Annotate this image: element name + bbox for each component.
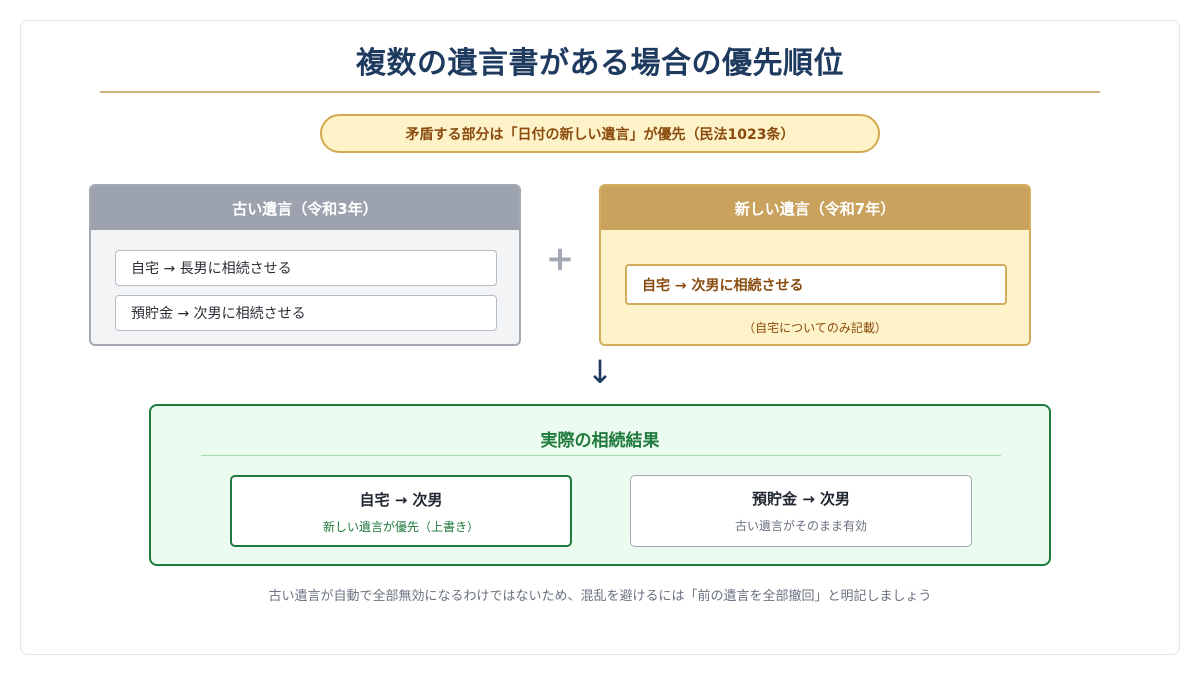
result-box-savings: 預貯金 → 次男 古い遺言がそのまま有効 (630, 475, 972, 547)
diagram-title: 複数の遺言書がある場合の優先順位 (356, 46, 844, 81)
result-divider (201, 455, 1001, 456)
result-box-home: 自宅 → 次男 新しい遺言が優先（上書き） (230, 475, 572, 547)
old-will-header: 古い遺言（令和3年） (91, 186, 519, 230)
new-will-item-home: 自宅 → 次男に相続させる (625, 264, 1007, 305)
result-title: 実際の相続結果 (540, 431, 660, 451)
old-will-item-home: 自宅 → 長男に相続させる (115, 250, 497, 286)
result-box-home-main: 自宅 → 次男 (359, 491, 443, 509)
old-will-panel: 古い遺言（令和3年） 自宅 → 長男に相続させる 預貯金 → 次男に相続させる (89, 184, 521, 346)
new-will-header: 新しい遺言（令和7年） (601, 186, 1029, 230)
result-panel: 実際の相続結果 自宅 → 次男 新しい遺言が優先（上書き） 預貯金 → 次男 古… (149, 404, 1051, 566)
arrow-down-icon: ↓ (586, 353, 614, 391)
old-will-item-savings: 預貯金 → 次男に相続させる (115, 295, 497, 331)
title-divider (100, 91, 1100, 93)
footer-note: 古い遺言が自動で全部無効になるわけではないため、混乱を避けるには「前の遺言を全部… (268, 589, 932, 604)
rule-note-pill: 矛盾する部分は「日付の新しい遺言」が優先（民法1023条） (320, 114, 880, 153)
plus-icon: + (545, 239, 575, 279)
result-box-home-sub: 新しい遺言が優先（上書き） (322, 520, 479, 534)
new-will-panel: 新しい遺言（令和7年） 自宅 → 次男に相続させる （自宅についてのみ記載） (599, 184, 1031, 346)
new-will-note: （自宅についてのみ記載） (743, 321, 887, 335)
result-box-savings-main: 預貯金 → 次男 (751, 490, 850, 508)
result-box-savings-sub: 古い遺言がそのまま有効 (734, 519, 867, 533)
